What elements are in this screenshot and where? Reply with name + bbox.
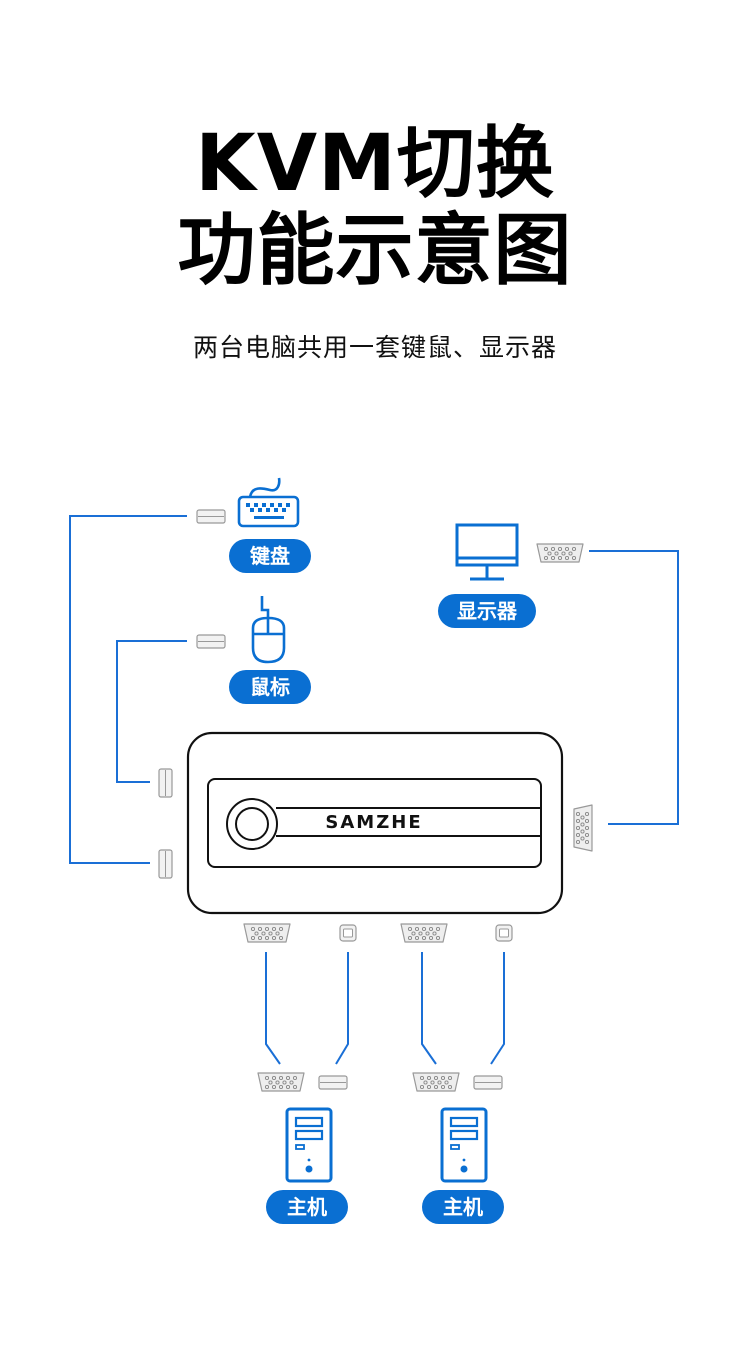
host-label: 主机 (422, 1190, 504, 1224)
host1-usb-cable (335, 952, 349, 1065)
switch-bottom-vga-port (400, 923, 448, 943)
pc-tower-icon (285, 1107, 333, 1183)
switch-left-usb-port (158, 849, 173, 879)
kvm-switch (186, 731, 564, 915)
mouse-label: 鼠标 (229, 670, 311, 704)
pc-tower-icon (440, 1107, 488, 1183)
keyboard-label: 键盘 (229, 539, 311, 573)
switch-bottom-usb-port (339, 924, 357, 942)
page-title-line-1: KVM切换 (195, 119, 555, 209)
host1-usb-connector (318, 1075, 348, 1090)
mouse-cable (116, 640, 187, 783)
keyboard-cable (69, 515, 187, 864)
mouse-icon (251, 596, 286, 664)
switch-left-usb-port (158, 768, 173, 798)
host2-usb-cable (490, 952, 505, 1065)
host1-vga-cable (265, 952, 281, 1065)
switch-bottom-usb-port (495, 924, 513, 942)
page-title-line-2: 功能示意图 (177, 206, 573, 296)
switch-bottom-vga-port (243, 923, 291, 943)
mouse-usb-connector (196, 634, 226, 649)
host2-vga-cable (421, 952, 437, 1065)
keyboard-icon (237, 477, 300, 528)
keyboard-usb-connector (196, 509, 226, 524)
host2-vga-connector (412, 1072, 460, 1092)
switch-right-vga-port (573, 804, 593, 852)
host-label: 主机 (266, 1190, 348, 1224)
monitor-vga-connector (536, 543, 584, 563)
monitor-cable (589, 550, 679, 825)
page-subtitle: 两台电脑共用一套键鼠、显示器 (192, 333, 557, 362)
host2-usb-connector (473, 1075, 503, 1090)
host1-vga-connector (257, 1072, 305, 1092)
monitor-label: 显示器 (438, 594, 536, 628)
brand-label: SAMZHE (325, 812, 423, 833)
monitor-icon (455, 523, 519, 581)
switch-button-icon[interactable] (235, 807, 269, 841)
